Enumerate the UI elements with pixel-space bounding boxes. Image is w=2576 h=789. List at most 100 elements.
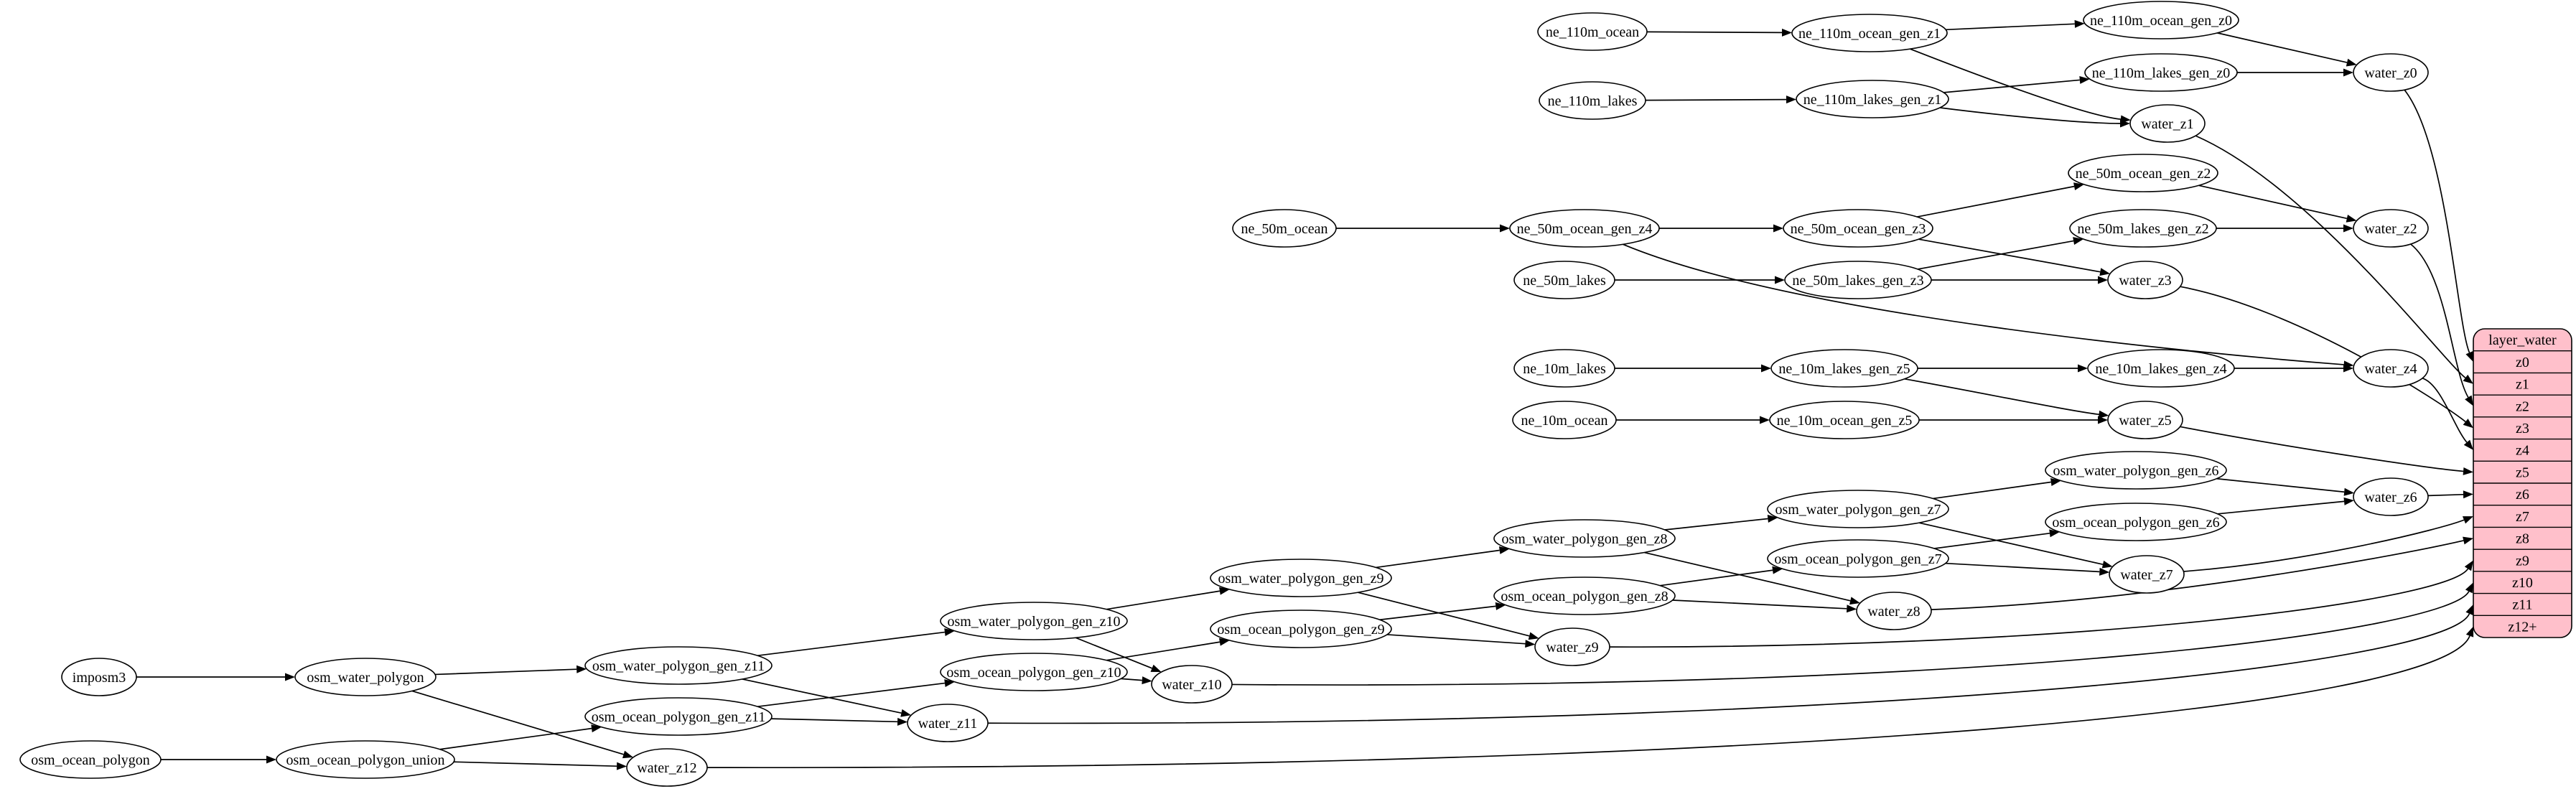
arrowhead-icon [576,665,587,673]
node-shape-ne_50m_lakes [1513,261,1615,299]
arrowhead-icon [2463,374,2473,384]
node-label-osm_ocean_polygon_gen_z9: osm_ocean_polygon_gen_z9 [1217,622,1384,638]
edge-ne_110m_lakes_gen_z1-to-water_z1 [1939,107,2130,128]
edge-line [2198,185,2348,220]
edge-water_z2-to-layer_water:z2 [2410,243,2473,406]
node-label-osm_water_polygon_gen_z9: osm_water_polygon_gen_z9 [1218,571,1383,587]
node-label-water_z0: water_z0 [2364,65,2417,81]
node-label-water_z11: water_z11 [918,716,978,732]
node-water_z9: water_z9 [1534,627,1610,666]
edge-osm_water_polygon_gen_z6-to-water_z6 [2216,477,2355,496]
edge-ne_50m_lakes_gen_z2-to-water_z2 [2216,224,2353,233]
arrowhead-icon [2099,567,2110,576]
edge-ne_50m_ocean-to-ne_50m_ocean_gen_z4 [1336,224,1510,233]
node-water_z10: water_z10 [1151,665,1233,704]
node-shape-osm_water_polygon [294,658,437,696]
record-row-z11: z11 [2512,597,2532,613]
node-label-water_z12: water_z12 [637,760,696,776]
node-label-ne_50m_lakes: ne_50m_lakes [1523,273,1606,289]
edge-osm_ocean_polygon_gen_z6-to-water_z6 [2217,497,2354,515]
node-water_z11: water_z11 [907,704,989,742]
node-osm_ocean_polygon_gen_z7: osm_ocean_polygon_gen_z7 [1767,539,1949,578]
edge-line [1945,562,2100,573]
edge-water_z5-to-layer_water:z5 [2180,426,2473,475]
arrowhead-icon [2464,560,2473,571]
edge-water_z8-to-layer_water:z8 [1931,536,2473,610]
record-row-z10: z10 [2512,575,2533,591]
node-label-ne_50m_lakes_gen_z2: ne_50m_lakes_gen_z2 [2077,221,2208,237]
edge-water_z6-to-layer_water:z6 [2427,490,2473,499]
arrowhead-icon [1773,224,1783,233]
edge-osm_ocean_polygon_union-to-water_z12 [454,761,627,770]
node-ne_50m_ocean_gen_z3: ne_50m_ocean_gen_z3 [1783,209,1933,248]
edge-line [1609,568,2469,648]
edge-osm_water_polygon_gen_z9-to-water_z9 [1358,592,1539,640]
node-ne_50m_lakes_gen_z2: ne_50m_lakes_gen_z2 [2069,209,2217,248]
node-label-ne_10m_lakes: ne_10m_lakes [1523,361,1606,377]
arrowhead-icon [1849,597,1860,605]
arrowhead-icon [2465,351,2473,363]
node-shape-ne_10m_lakes [1513,349,1615,388]
node-shape-ne_50m_ocean_gen_z3 [1783,209,1933,248]
node-shape-osm_ocean_polygon_union [276,740,455,779]
node-shape-water_z9 [1534,627,1610,666]
node-label-ne_50m_ocean: ne_50m_ocean [1241,221,1327,237]
edge-water_z7-to-layer_water:z7 [2183,516,2473,572]
arrowhead-icon [944,679,955,687]
edge-osm_ocean_polygon_gen_z8-to-water_z8 [1672,599,1857,613]
edge-line [1659,569,1773,587]
node-shape-water_z11 [907,704,989,742]
edge-line [1939,107,2121,124]
edge-osm_water_polygon_gen_z8-to-water_z8 [1644,551,1860,605]
node-label-osm_water_polygon_gen_z6: osm_water_polygon_gen_z6 [2053,463,2218,479]
node-water_z2: water_z2 [2353,209,2429,248]
node-shape-osm_ocean_polygon_gen_z8 [1493,576,1676,615]
node-ne_10m_ocean: ne_10m_ocean [1512,401,1617,439]
node-shape-water_z4 [2353,349,2429,388]
node-label-ne_10m_ocean: ne_10m_ocean [1521,413,1607,429]
node-imposm3: imposm3 [61,658,137,696]
edge-line [1106,590,1221,610]
edge-line [1917,240,2074,270]
arrowhead-icon [2346,58,2357,67]
arrowhead-icon [2343,487,2355,496]
node-ne_110m_ocean: ne_110m_ocean [1537,12,1648,51]
node-shape-ne_110m_lakes_gen_z1 [1796,80,1949,118]
node-shape-osm_water_polygon_gen_z11 [584,646,773,685]
arrowhead-icon [2463,467,2473,475]
node-osm_water_polygon_gen_z7: osm_water_polygon_gen_z7 [1767,490,1949,528]
node-shape-water_z10 [1151,665,1233,704]
edge-line [439,727,592,750]
edge-line [757,682,946,708]
edge-line [1358,592,1530,637]
node-shape-ne_10m_ocean [1512,401,1617,439]
record-row-z9: z9 [2516,553,2529,569]
edge-line [2422,378,2468,443]
arrowhead-icon [2078,364,2088,373]
edge-line [2183,519,2465,572]
edge-line [1934,532,2050,549]
edge-line [1943,79,2080,93]
record-row-z4: z4 [2516,443,2529,459]
edge-ne_110m_ocean_gen_z1-to-ne_110m_ocean_gen_z0 [1946,19,2085,31]
node-shape-osm_ocean_polygon [19,740,162,779]
node-shape-osm_water_polygon_gen_z6 [2045,451,2227,490]
arrowhead-icon [2343,497,2354,505]
node-label-osm_ocean_polygon_gen_z7: osm_ocean_polygon_gen_z7 [1774,551,1941,567]
node-osm_ocean_polygon_union: osm_ocean_polygon_union [276,740,455,779]
arrowhead-icon [1525,640,1536,648]
node-osm_ocean_polygon_gen_z10: osm_ocean_polygon_gen_z10 [940,653,1128,691]
node-shape-ne_10m_ocean_gen_z5 [1769,401,1920,439]
edge-osm_ocean_polygon_gen_z10-to-osm_ocean_polygon_gen_z9 [1106,638,1230,661]
edge-line [1917,185,2075,218]
node-label-water_z10: water_z10 [1162,677,1221,693]
node-label-osm_water_polygon_gen_z10: osm_water_polygon_gen_z10 [947,614,1120,630]
node-label-ne_50m_ocean_gen_z2: ne_50m_ocean_gen_z2 [2076,166,2211,182]
node-label-ne_110m_ocean: ne_110m_ocean [1546,24,1639,40]
arrowhead-icon [2343,364,2353,373]
edge-line [757,631,946,657]
edge-line [1918,522,2104,566]
edge-line [1121,678,1142,681]
node-shape-water_z0 [2353,53,2429,92]
node-shape-osm_water_polygon_gen_z10 [940,602,1128,640]
